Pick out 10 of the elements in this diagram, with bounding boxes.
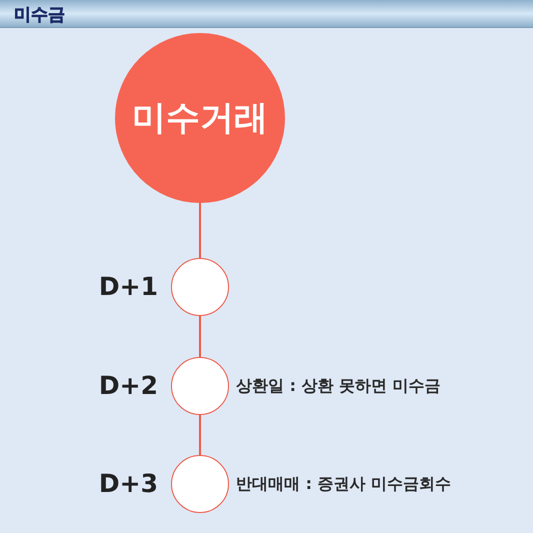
day-label: D+3 — [98, 469, 158, 498]
note-text: 반대매매 : 증권사 미수금회수 — [236, 474, 452, 495]
connector-line — [199, 415, 201, 455]
connector-line — [199, 203, 201, 258]
title: 미수금 — [14, 4, 65, 26]
node-label: 미수거래 — [132, 97, 268, 140]
connector-line — [199, 316, 201, 357]
day-label: D+1 — [98, 272, 158, 301]
day-label: D+2 — [98, 371, 158, 400]
note-text: 상환일 : 상환 못하면 미수금 — [236, 376, 441, 397]
